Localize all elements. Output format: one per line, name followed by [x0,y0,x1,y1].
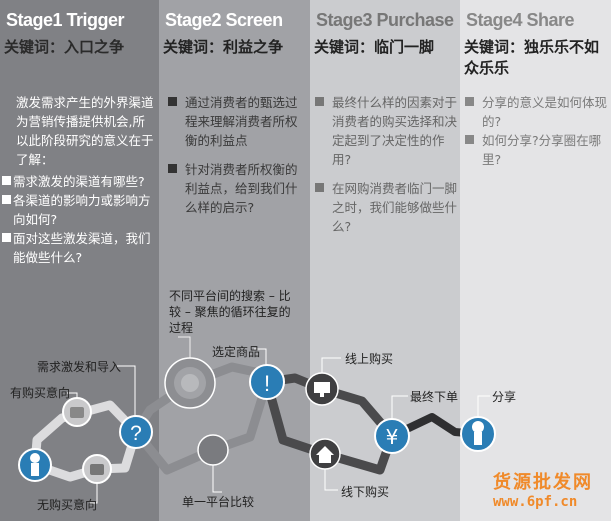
label-search-loop: 不同平台间的搜索 – 比较 – 聚焦的循环往复的过程 [169,289,291,335]
list-item: 针对消费者所权衡的利益点，给到我们什么样的启示? [165,160,305,217]
watermark-url: www.6pf.cn [493,494,578,510]
stage-keyword: 关键词：临门一脚 [314,38,435,56]
node-exclamation: ! [249,364,285,400]
label-share: 分享 [492,390,517,404]
label-offline: 线下购买 [341,485,390,499]
stage-keyword: 关键词：独乐乐不如众乐乐 [464,38,600,77]
list-item: 分享的意义是如何体现的? [462,93,607,131]
svg-text:¥: ¥ [386,425,399,449]
list-item: 如何分享?分享圈在哪里? [462,131,607,169]
stage-keyword: 关键词：利益之争 [163,38,284,56]
list-item: 面对这些激发渠道，我们能做些什么? [0,229,156,267]
list-item: 各渠道的影响力或影响方向如何? [0,191,156,229]
node-question: ? [119,415,153,449]
node-bag-intent [62,397,92,427]
label-no-intent: 无购买意向 [37,498,98,512]
node-single-platform [197,434,229,466]
label-select: 选定商品 [212,345,261,359]
label-online: 线上购买 [345,352,394,366]
node-person-start [18,448,52,482]
node-house [309,438,341,470]
stage-title: Stage1 Trigger [6,10,125,30]
list-item: 通过消费者的甄选过程来理解消费者所权衡的利益点 [165,93,305,150]
label-intent: 有购买意向 [10,386,71,400]
svg-text:!: ! [264,371,270,396]
label-order: 最终下单 [410,390,459,404]
node-search-loop [164,357,216,409]
node-monitor [305,372,339,406]
svg-text:?: ? [130,422,142,445]
stage-title: Stage2 Screen [165,10,283,30]
list-item: 最终什么样的因素对于消费者的购买选择和决定起到了决定性的作用? [312,93,457,169]
list-item: 需求激发的渠道有哪些? [0,172,156,191]
watermark-name: 货源批发网 [493,472,593,493]
node-bag-no-intent [82,454,112,484]
label-demand: 需求激发和导入 [37,360,122,374]
stage1-column: Stage1 Trigger 关键词：入口之争 激发需求产生的外界渠道为营销传播… [0,0,159,521]
stage-title: Stage4 Share [466,10,575,30]
stage-intro: 激发需求产生的外界渠道为营销传播提供机会,所以此阶段研究的意义在于了解： [16,95,154,167]
node-person-share [460,416,496,452]
list-item: 在网购消费者临门一脚之时，我们能够做些什么? [312,179,457,236]
label-single: 单一平台比较 [182,495,255,509]
stage-keyword: 关键词：入口之争 [4,38,125,56]
stage-title: Stage3 Purchase [316,10,454,30]
node-yen: ¥ [374,418,410,454]
